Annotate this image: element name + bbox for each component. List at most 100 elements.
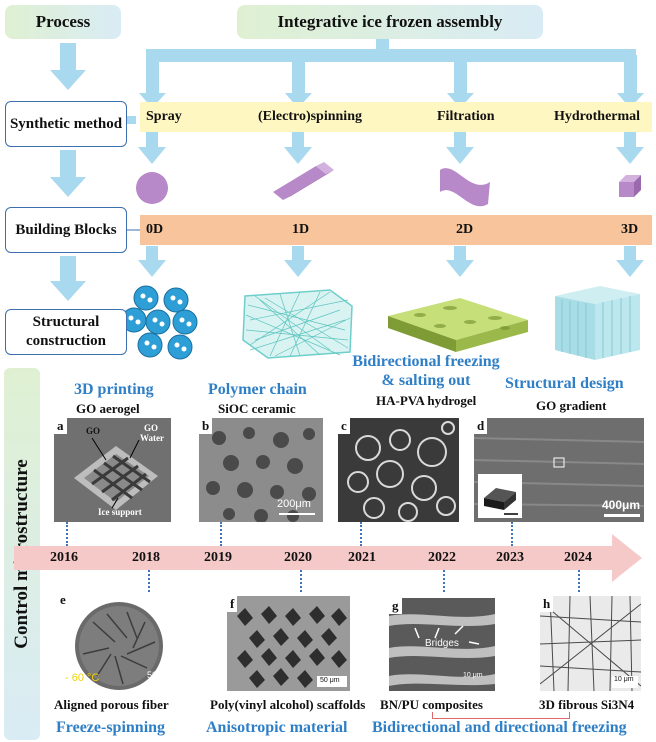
category-structural-design: Structural design — [505, 375, 624, 392]
process-header: Process — [5, 5, 121, 39]
method-hydrothermal: Hydrothermal — [554, 109, 641, 124]
panel-e-scale: 50 μm — [147, 670, 173, 680]
dimension-3d: 3D — [621, 222, 639, 237]
nanoparticle-cluster-icon — [121, 285, 198, 360]
year-2018: 2018 — [132, 550, 160, 565]
year-2023: 2023 — [496, 550, 524, 565]
panel-a-go-water-label: GO — [144, 423, 159, 433]
year-2016: 2016 — [50, 550, 78, 565]
dim-arrow-2 — [284, 246, 312, 277]
flow-diagram — [50, 39, 652, 360]
panel-a-water-label: Water — [140, 433, 164, 443]
method-electrospinning: (Electro)spinning — [258, 109, 362, 124]
dim-arrow-4 — [616, 246, 644, 277]
year-2020: 2020 — [284, 550, 312, 565]
printed-lattice-icon — [54, 418, 171, 522]
panel-d-scale-bar — [604, 514, 640, 517]
dimension-band — [140, 215, 652, 245]
panel-e-image: e - 60 °C 50 μm — [57, 592, 192, 691]
process-arrow-2 — [50, 150, 86, 197]
panel-c-letter: c — [338, 418, 350, 434]
rod-1d-icon — [273, 162, 334, 200]
bracket-drop-3 — [447, 55, 474, 108]
caption-aligned-porous-fiber: Aligned porous fiber — [54, 697, 169, 712]
integrative-header: Integrative ice frozen assembly — [237, 5, 543, 39]
year-2019: 2019 — [204, 550, 232, 565]
year-2022: 2022 — [428, 550, 456, 565]
panel-f-letter: f — [227, 596, 238, 612]
sample-ha-pva-hydrogel: HA-PVA hydrogel — [376, 393, 477, 408]
connector-e — [148, 570, 150, 592]
panel-d-image: d 400μm — [474, 418, 644, 522]
panel-g-letter: g — [389, 598, 402, 614]
panel-a-ice-label: Ice support — [98, 507, 142, 517]
dimension-0d: 0D — [146, 222, 164, 237]
hydrogel-network-icon — [338, 418, 459, 522]
category-anisotropic-material: Anisotropic material — [206, 719, 348, 736]
bn-pu-layers-icon — [389, 598, 495, 691]
panel-c-image: c — [338, 418, 459, 522]
panel-h-image: h 10 μm — [540, 596, 641, 691]
panel-d-scale: 400μm — [602, 498, 641, 512]
synthetic-method-label: Synthetic method — [9, 115, 123, 132]
fibrous-si3n4-icon — [540, 596, 641, 691]
sample-sioc-ceramic: SiOC ceramic — [218, 401, 296, 416]
bracket-drop-4 — [617, 55, 644, 108]
connector-b — [220, 522, 222, 546]
panel-a-letter: a — [54, 418, 67, 434]
caption-fibrous-si3n4-text: 3D fibrous Si3N4 — [539, 697, 635, 712]
connector-g — [443, 570, 445, 592]
method-arrow-4 — [616, 130, 644, 164]
category-bidirectional-directional: Bidirectional and directional freezing — [372, 719, 627, 736]
cube-3d-icon — [619, 175, 641, 197]
panel-b-scale-bar — [279, 513, 315, 515]
gradient-layers-icon — [474, 418, 644, 522]
panel-b-letter: b — [199, 418, 213, 434]
method-arrow-3 — [446, 130, 474, 164]
panel-b-image: b 200μm — [199, 418, 323, 522]
porous-fiber-icon — [57, 592, 192, 691]
year-2024: 2024 — [564, 550, 592, 565]
connector-c — [360, 522, 362, 546]
category-3d-printing: 3D printing — [74, 381, 154, 398]
structural-construction-box: Structural construction — [5, 309, 127, 355]
panel-g-bridges: Bridges — [425, 638, 459, 649]
connector-h — [578, 570, 580, 592]
panel-b-scale: 200μm — [277, 498, 311, 510]
panel-e-letter: e — [57, 592, 69, 608]
sample-go-gradient: GO gradient — [536, 398, 607, 413]
building-blocks-label: Building Blocks — [15, 221, 117, 238]
bracket-drop-1 — [139, 55, 166, 108]
integrative-header-label: Integrative ice frozen assembly — [277, 12, 503, 31]
synthetic-method-box: Synthetic method — [5, 101, 127, 147]
structural-construction-label: Structural construction — [26, 314, 106, 349]
synthetic-arrow — [126, 116, 136, 124]
connector-f — [300, 570, 302, 592]
category-freeze-spinning: Freeze-spinning — [56, 719, 166, 736]
category-bidirectional-salting-text: Bidirectional freezing & salting out — [352, 353, 500, 389]
panel-f-scale: 50 μm — [320, 677, 340, 684]
bracket-bar — [146, 49, 636, 62]
panel-a-go-label: GO — [86, 426, 101, 436]
fiber-network-icon — [242, 289, 353, 359]
method-spray: Spray — [146, 109, 182, 124]
panel-g-scale: 10 μm — [463, 672, 483, 679]
sample-go-aerogel: GO aerogel — [76, 401, 140, 416]
panel-g-image: g Bridges 10 μm — [389, 598, 495, 691]
process-header-label: Process — [35, 12, 91, 31]
sheet-2d-icon — [440, 168, 490, 207]
dimension-2d: 2D — [456, 222, 474, 237]
panel-e-temperature: - 60 °C — [65, 672, 100, 684]
year-2021: 2021 — [348, 550, 376, 565]
connector-d — [511, 522, 513, 546]
bracket-drop-2 — [285, 55, 312, 108]
process-arrow-3 — [50, 256, 86, 301]
porous-block-icon — [555, 286, 640, 360]
method-arrow-1 — [138, 130, 166, 164]
category-polymer-chain: Polymer chain — [208, 381, 307, 398]
caption-fibrous-si3n4: 3D fibrous Si3N4 — [539, 697, 634, 713]
panel-f-image: f 50 μm — [227, 596, 350, 691]
caption-bn-pu-composites: BN/PU composites — [380, 697, 483, 712]
panel-h-scale: 10 μm — [614, 676, 634, 683]
connector-a — [66, 522, 68, 546]
